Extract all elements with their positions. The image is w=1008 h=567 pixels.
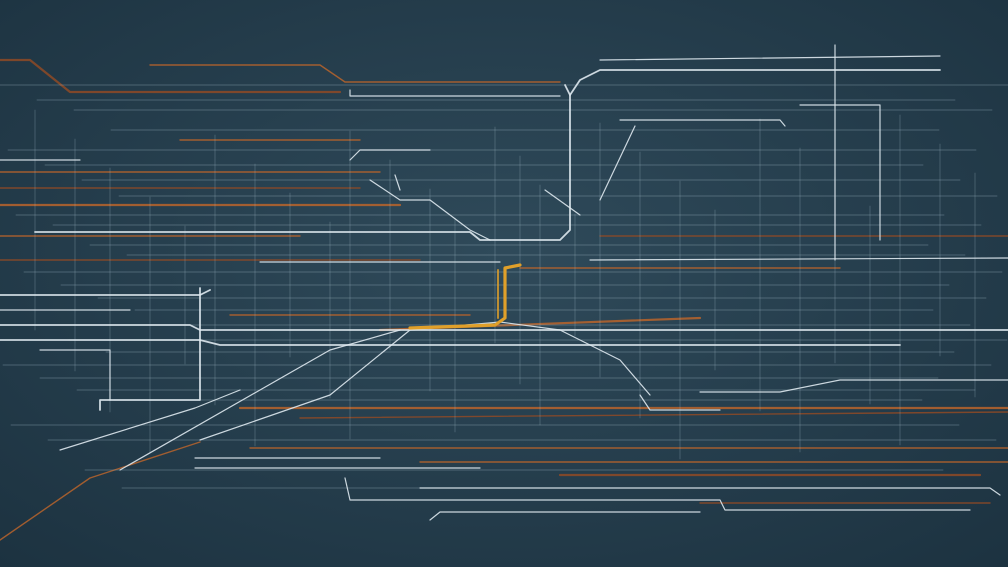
white-line (369, 179, 491, 241)
white-line (99, 287, 201, 411)
white-line (599, 55, 941, 61)
white-line (544, 189, 581, 216)
white-line (599, 125, 636, 201)
white-line (349, 89, 561, 97)
white-line (119, 329, 401, 471)
white-line (394, 174, 401, 191)
white-line (499, 321, 651, 396)
gold-accent-layer (408, 263, 522, 330)
orange-line (149, 64, 561, 83)
orange-line (0, 58, 342, 94)
white-line (0, 324, 1008, 331)
grid-line-layer (0, 84, 1008, 489)
gold-route (408, 263, 522, 330)
white-line (344, 477, 971, 511)
white-line (59, 389, 241, 451)
orange-line (0, 441, 201, 541)
white-line (639, 394, 721, 411)
white-line-layer (0, 44, 1008, 521)
white-line (564, 84, 571, 96)
white-line (589, 257, 1008, 261)
white-line (699, 379, 1008, 393)
orange-line-layer (0, 58, 1008, 541)
white-line (619, 119, 786, 127)
white-line (349, 149, 431, 161)
white-line (429, 511, 701, 521)
white-line (0, 339, 901, 346)
white-line (34, 69, 941, 241)
orange-line (299, 411, 1008, 419)
white-line (39, 349, 111, 401)
white-line (419, 487, 1001, 496)
white-line (799, 104, 881, 241)
